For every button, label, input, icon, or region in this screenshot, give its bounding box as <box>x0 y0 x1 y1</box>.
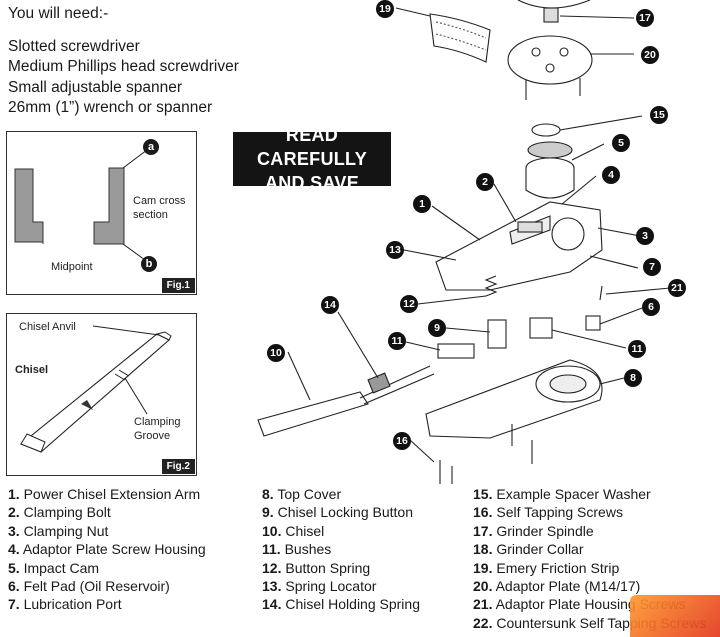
legend-column-1: 1. Power Chisel Extension Arm 2. Clampin… <box>8 485 206 614</box>
exploded-parts-drawing <box>257 0 671 484</box>
cam-cross-section-label: Cam cross section <box>133 194 186 222</box>
tool-item: Medium Phillips head screwdriver <box>8 58 239 75</box>
exploded-parts-diagram: 19 17 20 15 5 4 2 1 3 13 7 21 12 6 14 9 … <box>250 0 720 485</box>
tools-heading: You will need:- <box>8 5 109 22</box>
callout-19: 19 <box>376 0 394 18</box>
read-carefully-notice: READ CAREFULLY AND SAVE <box>233 125 391 193</box>
legend-item: 19. Emery Friction Strip <box>473 559 620 576</box>
watermark-logo <box>630 595 720 637</box>
callout-1: 1 <box>413 195 431 213</box>
legend-item: 1. Power Chisel Extension Arm <box>8 486 201 502</box>
callout-6: 6 <box>642 298 660 316</box>
callout-17: 17 <box>636 9 654 27</box>
callout-10: 10 <box>267 344 285 362</box>
callout-15: 15 <box>650 106 668 124</box>
callout-2: 2 <box>476 173 494 191</box>
legend-column-2: 8. Top Cover 9. Chisel Locking Button 10… <box>262 485 420 614</box>
callout-4: 4 <box>602 166 620 184</box>
callout-11b: 11 <box>628 340 646 358</box>
spacer <box>8 25 239 37</box>
notice-line-2: AND SAVE <box>264 173 360 193</box>
callout-9: 9 <box>428 319 446 337</box>
label-a-marker: a <box>143 139 159 155</box>
cam-cross-section-line-2: section <box>133 209 168 221</box>
legend-item: 15. Example Spacer Washer <box>473 486 651 502</box>
legend-item: 8. Top Cover <box>262 486 342 502</box>
callout-20: 20 <box>641 46 659 64</box>
figure-1-cam-cross-section: a b Cam cross section Midpoint Fig.1 <box>6 131 197 295</box>
tools-list: You will need:- Slotted screwdriver Medi… <box>8 4 239 119</box>
legend-item: 13. Spring Locator <box>262 578 377 595</box>
tool-item: 26mm (1”) wrench or spanner <box>8 99 213 116</box>
figure-2-tag: Fig.2 <box>161 459 195 474</box>
clamping-groove-label: Clamping Groove <box>134 415 180 443</box>
callout-11a: 11 <box>388 332 406 350</box>
legend-item: 2. Clamping Bolt <box>8 504 111 521</box>
callout-12: 12 <box>400 295 418 313</box>
legend-item: 4. Adaptor Plate Screw Housing <box>8 541 206 558</box>
figure-2-chisel: Chisel Anvil Chisel Clamping Groove Fig.… <box>6 313 197 476</box>
notice-line-1: READ CAREFULLY <box>256 125 368 169</box>
chisel-drawing <box>19 325 172 453</box>
legend-item: 17. Grinder Spindle <box>473 522 594 539</box>
legend-item: 9. Chisel Locking Button <box>262 504 413 521</box>
tool-item: Slotted screwdriver <box>8 37 140 55</box>
legend-item: 6. Felt Pad (Oil Reservoir) <box>8 578 170 595</box>
callout-3: 3 <box>636 227 654 245</box>
legend-item: 18. Grinder Collar <box>473 541 584 558</box>
callout-14: 14 <box>321 296 339 314</box>
legend-item: 14. Chisel Holding Spring <box>262 596 420 613</box>
clamping-groove-line-2: Groove <box>134 430 171 442</box>
callout-5: 5 <box>612 134 630 152</box>
chisel-label: Chisel <box>15 364 49 376</box>
midpoint-label: Midpoint <box>51 261 93 273</box>
legend-item: 10. Chisel <box>262 522 325 539</box>
cam-cross-section-drawing <box>14 149 148 261</box>
callout-8: 8 <box>624 369 642 387</box>
chisel-anvil-label: Chisel Anvil <box>19 321 76 333</box>
legend-item: 3. Clamping Nut <box>8 522 109 539</box>
legend-item: 5. Impact Cam <box>8 559 100 576</box>
legend-item: 20. Adaptor Plate (M14/17) <box>473 578 641 595</box>
legend-item: 16. Self Tapping Screws <box>473 504 623 521</box>
figure-1-tag: Fig.1 <box>161 278 195 293</box>
callout-7: 7 <box>643 258 661 276</box>
callout-13: 13 <box>386 241 404 259</box>
cam-cross-section-line-1: Cam cross <box>133 195 186 207</box>
tool-item: Small adjustable spanner <box>8 78 183 96</box>
legend-item: 7. Lubrication Port <box>8 596 122 613</box>
callout-21: 21 <box>668 279 686 297</box>
legend-item: 12. Button Spring <box>262 559 371 576</box>
legend-item: 11. Bushes <box>262 541 332 558</box>
callout-16: 16 <box>393 432 411 450</box>
clamping-groove-line-1: Clamping <box>134 416 181 428</box>
label-b-marker: b <box>141 256 157 272</box>
